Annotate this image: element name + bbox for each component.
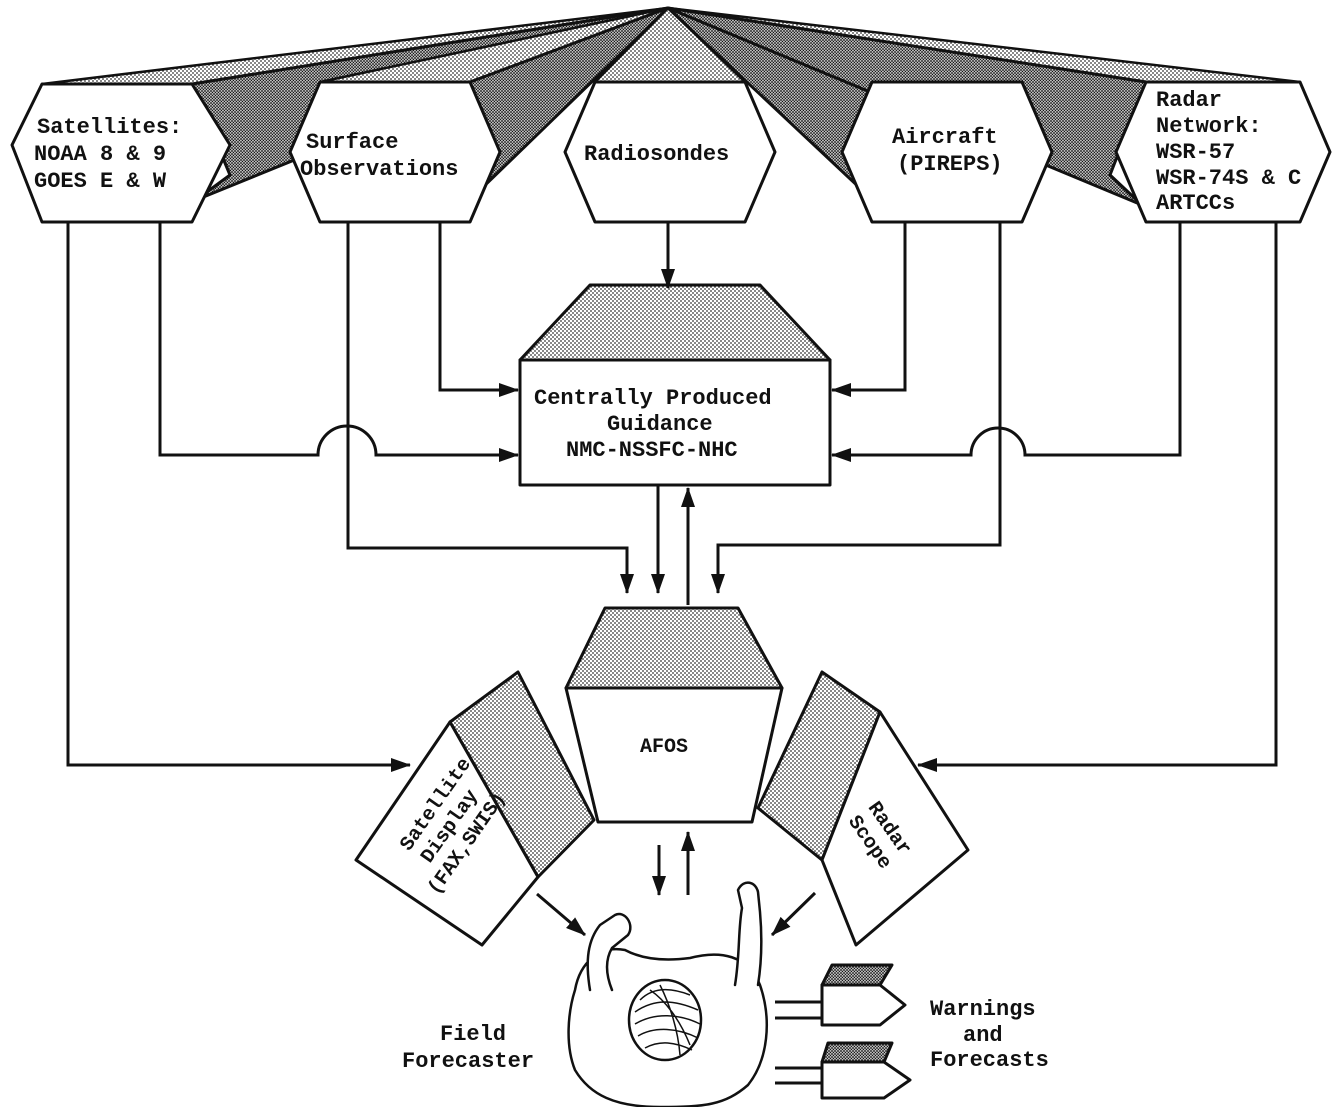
output-products: Warnings and Forecasts — [775, 963, 1049, 1100]
surface-label-line2: Observations — [300, 157, 458, 182]
arrow-aircraft-afos — [711, 222, 1002, 594]
guidance-title: Centrally Produced — [534, 386, 772, 411]
arrow-display-forecaster — [536, 892, 586, 937]
guidance-subtitle: Guidance — [607, 412, 713, 437]
outputs-label-line2: and — [963, 1023, 1003, 1048]
arrow-satellites-display — [66, 222, 411, 772]
output-lines-1 — [775, 1000, 822, 1020]
outputs-label-line1: Warnings — [930, 997, 1036, 1022]
arrow-radar-guidance — [831, 222, 1182, 462]
aircraft-label: Aircraft — [892, 125, 998, 150]
source-satellites: Satellites: NOAA 8 & 9 GOES E & W — [10, 82, 232, 224]
source-aircraft: Aircraft (PIREPS) — [840, 80, 1054, 224]
forecaster-left-arm — [586, 912, 632, 992]
arrow-surface-guidance — [438, 222, 519, 397]
output-top-2 — [820, 1041, 894, 1064]
forecaster-label-line1: Field — [440, 1022, 506, 1047]
forecaster-figure: Field Forecaster — [402, 881, 768, 1107]
afos-terminal: AFOS — [564, 606, 784, 824]
central-guidance: Centrally Produced Guidance NMC-NSSFC-NH… — [518, 283, 832, 487]
forecaster-hair — [634, 984, 701, 1056]
arrow-surface-afos — [346, 222, 634, 594]
arrow-radar-scope — [917, 222, 1278, 772]
afos-top — [564, 606, 784, 690]
source-radar-network: Radar Network: WSR-57 WSR-74S & C ARTCCs — [1114, 80, 1332, 224]
radar-wsr57: WSR-57 — [1156, 140, 1235, 165]
radiosondes-label: Radiosondes — [584, 142, 729, 167]
forecaster-right-arm — [733, 881, 763, 987]
output-lines-2 — [775, 1066, 822, 1085]
arrow-scope-forecaster — [770, 891, 817, 937]
output-product-2 — [775, 1041, 912, 1100]
arrow-aircraft-guidance — [831, 222, 907, 397]
guidance-centers: NMC-NSSFC-NHC — [566, 438, 738, 463]
radar-label-line2: Network: — [1156, 114, 1262, 139]
outputs-label-line3: Forecasts — [930, 1048, 1049, 1073]
source-surface-observations: Surface Observations — [288, 80, 502, 224]
satellite-display: Satellite Display (FAX,SWIS) — [354, 670, 596, 947]
guidance-top — [518, 283, 832, 362]
satellites-detail-goes: GOES E & W — [34, 169, 167, 194]
forecaster-label-line2: Forecaster — [402, 1049, 534, 1074]
radar-scope: Radar Scope — [756, 670, 970, 947]
connectors — [66, 222, 1278, 937]
satellites-detail-noaa: NOAA 8 & 9 — [34, 142, 166, 167]
forecaster-head — [627, 978, 703, 1062]
afos-label: AFOS — [640, 736, 688, 759]
arrow-satellites-guidance — [158, 222, 519, 462]
radar-label-line1: Radar — [1156, 88, 1222, 113]
satellites-label: Satellites: — [37, 115, 182, 140]
surface-label-line1: Surface — [306, 130, 398, 155]
aircraft-pireps: (PIREPS) — [897, 152, 1003, 177]
output-top-1 — [820, 963, 894, 987]
radar-wsr74: WSR-74S & C — [1156, 166, 1301, 191]
output-product-1 — [775, 963, 907, 1027]
radar-artccs: ARTCCs — [1156, 191, 1235, 216]
source-radiosondes: Radiosondes — [563, 80, 777, 224]
